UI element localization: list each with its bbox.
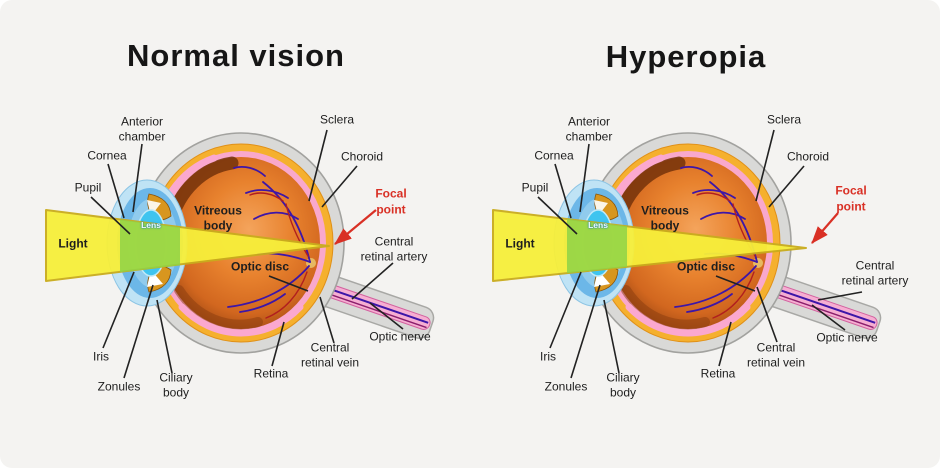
label-choroid-normal: Choroid — [340, 149, 384, 164]
label-line: retinal artery — [360, 249, 428, 263]
label-lens-normal: Lens — [141, 219, 161, 230]
label-anterior-chamber-normal: Anterior chamber — [119, 114, 166, 143]
focal-point-arrow-normal — [334, 209, 377, 245]
label-focal-point-normal: Focal point — [375, 186, 406, 217]
label-sclera-normal: Sclera — [319, 112, 355, 127]
label-central-retinal-vein-hyperopia: Central retinal vein — [747, 340, 805, 369]
label-line: retinal artery — [841, 273, 909, 287]
label-line: chamber — [118, 129, 166, 143]
label-line: Vitreous — [194, 203, 242, 218]
label-central-retinal-vein-normal: Central retinal vein — [301, 340, 359, 369]
label-iris-normal: Iris — [93, 349, 109, 364]
label-retina-hyperopia: Retina — [700, 366, 736, 381]
label-central-retinal-artery-hyperopia: Central retinal artery — [842, 258, 909, 287]
label-ciliary-body-normal: Ciliary body — [159, 370, 192, 399]
label-vitreous-body-hyperopia: Vitreous body — [641, 203, 689, 232]
panel-title-normal: Normal vision — [127, 38, 345, 73]
light-beam-normal — [45, 209, 330, 282]
label-anterior-chamber-hyperopia: Anterior chamber — [566, 114, 613, 143]
label-line: Central — [374, 234, 414, 249]
label-choroid-hyperopia: Choroid — [786, 149, 830, 164]
label-line: Central — [310, 340, 350, 355]
label-focal-point-hyperopia: Focal point — [835, 183, 866, 214]
hyperopia-eye-illustration — [492, 130, 884, 379]
leader-lines-normal-extra — [319, 262, 404, 344]
label-cornea-normal: Cornea — [87, 148, 127, 163]
label-line: Central — [756, 340, 796, 355]
label-ciliary-body-hyperopia: Ciliary body — [606, 370, 639, 399]
label-optic-nerve-hyperopia: Optic nerve — [816, 330, 878, 345]
label-vitreous-body-normal: Vitreous body — [194, 203, 242, 232]
label-sclera-hyperopia: Sclera — [766, 112, 802, 127]
label-line: Focal — [835, 183, 867, 198]
label-iris-hyperopia: Iris — [540, 349, 556, 364]
label-central-retinal-artery-normal: Central retinal artery — [361, 234, 428, 263]
label-line: Ciliary — [159, 370, 193, 385]
label-line: point — [836, 199, 866, 213]
label-line: Anterior — [567, 114, 611, 129]
label-zonules-hyperopia: Zonules — [544, 379, 588, 394]
label-optic-nerve-normal: Optic nerve — [369, 329, 431, 344]
label-light-hyperopia: Light — [505, 236, 535, 251]
label-line: Focal — [375, 186, 407, 201]
label-line: Vitreous — [641, 203, 689, 218]
label-line: body — [203, 218, 233, 232]
label-retina-normal: Retina — [253, 366, 289, 381]
label-zonules-normal: Zonules — [97, 379, 141, 394]
label-lens-hyperopia: Lens — [588, 219, 608, 230]
label-line: point — [376, 202, 406, 216]
label-pupil-normal: Pupil — [74, 180, 102, 195]
label-line: Ciliary — [606, 370, 640, 385]
normal-eye-illustration — [45, 130, 437, 379]
label-optic-disc-normal: Optic disc — [230, 259, 290, 274]
label-pupil-hyperopia: Pupil — [521, 180, 549, 195]
label-line: body — [162, 385, 190, 399]
leader-lines-hyperopia-extra — [756, 286, 863, 343]
label-line: retinal vein — [746, 355, 806, 369]
label-line: Central — [855, 258, 895, 273]
label-line: Anterior — [120, 114, 164, 129]
label-optic-disc-hyperopia: Optic disc — [676, 259, 736, 274]
label-line: chamber — [565, 129, 613, 143]
label-line: retinal vein — [300, 355, 360, 369]
label-cornea-hyperopia: Cornea — [534, 148, 574, 163]
focal-point-arrow-hyperopia — [811, 212, 839, 244]
label-light-normal: Light — [58, 236, 88, 251]
label-line: body — [609, 385, 637, 399]
panel-title-hyperopia: Hyperopia — [605, 39, 767, 74]
label-line: body — [650, 218, 680, 232]
